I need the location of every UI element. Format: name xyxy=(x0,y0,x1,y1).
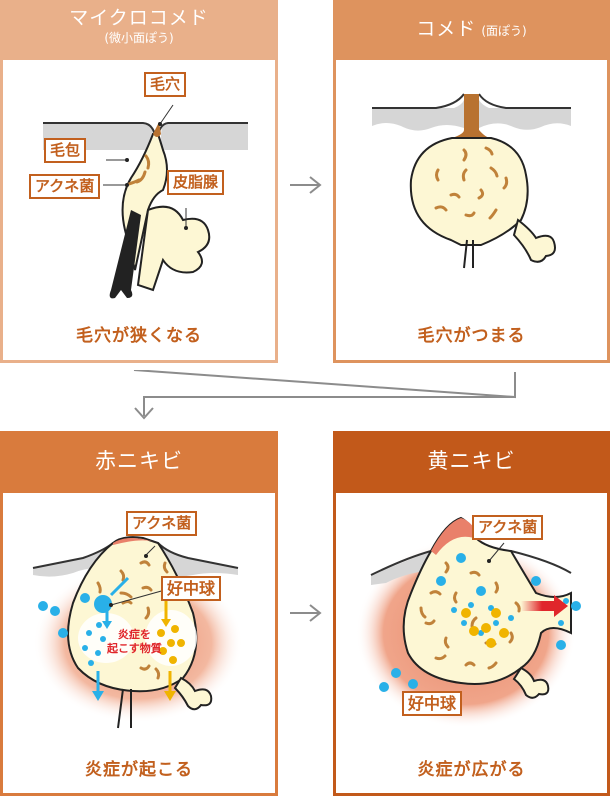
pus-cells xyxy=(461,608,509,648)
inflammatory-substance-line1: 炎症を xyxy=(117,628,151,641)
skin-layer xyxy=(161,123,248,150)
label-acne-bacteria: アクネ菌 xyxy=(29,174,101,199)
panel-caption: 毛穴がつまる xyxy=(417,326,526,346)
skin-layer xyxy=(371,551,431,585)
arrow-down-icon xyxy=(161,619,171,627)
spread-arrow xyxy=(521,601,556,611)
panel-title: 黄ニキビ xyxy=(427,449,516,473)
panel-title: 赤ニキビ xyxy=(95,449,183,473)
label-acne-bacteria: アクネ菌 xyxy=(472,515,544,540)
panel-microcomedo: マイクロコメド (微小面ぽう) xyxy=(0,0,278,363)
label-pore: 毛穴 xyxy=(144,72,187,97)
label-hair-follicle: 毛包 xyxy=(44,138,87,163)
panel-heading: コメド (面ぽう) xyxy=(333,16,610,44)
arrow-right-icon xyxy=(554,595,568,617)
panel-body: 毛穴がつまる xyxy=(336,60,607,360)
inflammatory-substance-label: 炎症を 起こす物質 xyxy=(107,628,162,656)
panel-caption: 毛穴が狭くなる xyxy=(76,326,202,346)
hair xyxy=(117,688,132,729)
inflammatory-substance xyxy=(157,625,185,664)
panel-comedo: コメド (面ぽう) 毛穴がつまる xyxy=(333,0,610,363)
hair xyxy=(463,239,474,269)
panel-body: アクネ菌 好中球 炎症が広がる xyxy=(336,493,607,793)
panel-header: 黄ニキビ xyxy=(333,431,610,491)
label-neutrophil: 好中球 xyxy=(402,691,463,716)
comedo-body xyxy=(409,137,529,246)
bacteria xyxy=(144,154,151,170)
label-acne-bacteria: アクネ菌 xyxy=(126,511,198,536)
panel-title: コメド xyxy=(416,18,477,40)
arrow-down-icon xyxy=(92,691,104,701)
skin-layer xyxy=(479,100,571,130)
arrow-right-icon xyxy=(290,604,322,622)
panel-caption: 炎症が起こる xyxy=(85,760,193,780)
red-pimple-illustration xyxy=(32,536,243,729)
panel-red-pimple: 赤ニキビ xyxy=(0,431,278,796)
inflammatory-substance-line2: 起こす物質 xyxy=(107,642,162,655)
neutrophils xyxy=(38,593,112,666)
clogged-pore xyxy=(452,94,491,138)
sebaceous-gland xyxy=(136,205,211,292)
panel-subtitle: (面ぽう) xyxy=(481,24,527,38)
label-sebaceous-gland: 皮脂腺 xyxy=(167,170,225,195)
panel-body: アクネ菌 好中球 炎症を 起こす物質 炎症が起こる xyxy=(3,493,275,793)
label-neutrophil: 好中球 xyxy=(161,576,222,601)
arrow-down-icon xyxy=(164,691,176,701)
comedo-illustration xyxy=(372,93,571,269)
arrow-down-icon xyxy=(133,370,516,420)
yellow-pimple-illustration xyxy=(356,516,581,728)
panel-header: 赤ニキビ xyxy=(0,431,278,491)
arrow-icon xyxy=(164,601,172,693)
panel-yellow-pimple: 黄ニキビ xyxy=(333,431,610,796)
panel-header: マイクロコメド (微小面ぽう) xyxy=(0,0,278,58)
hair xyxy=(109,210,141,299)
bacteria xyxy=(127,178,141,186)
skin-layer xyxy=(372,100,464,131)
panel-caption: 炎症が広がる xyxy=(417,760,526,780)
panel-body: 毛穴 毛包 アクネ菌 皮脂腺 毛穴が狭くなる xyxy=(3,60,275,360)
bacteria xyxy=(434,146,509,220)
sebaceous-gland xyxy=(512,218,556,263)
panel-subtitle: (微小面ぽう) xyxy=(104,31,174,45)
bacteria xyxy=(96,560,176,680)
arrow-down-icon xyxy=(102,621,112,629)
panel-title: マイクロコメド xyxy=(69,7,209,29)
sebaceous-gland xyxy=(173,676,213,711)
panel-header: コメド (面ぽう) xyxy=(333,0,610,58)
sebaceous-gland xyxy=(512,666,550,699)
arrow-right-icon xyxy=(290,176,322,194)
microcomedo-illustration xyxy=(43,104,248,299)
